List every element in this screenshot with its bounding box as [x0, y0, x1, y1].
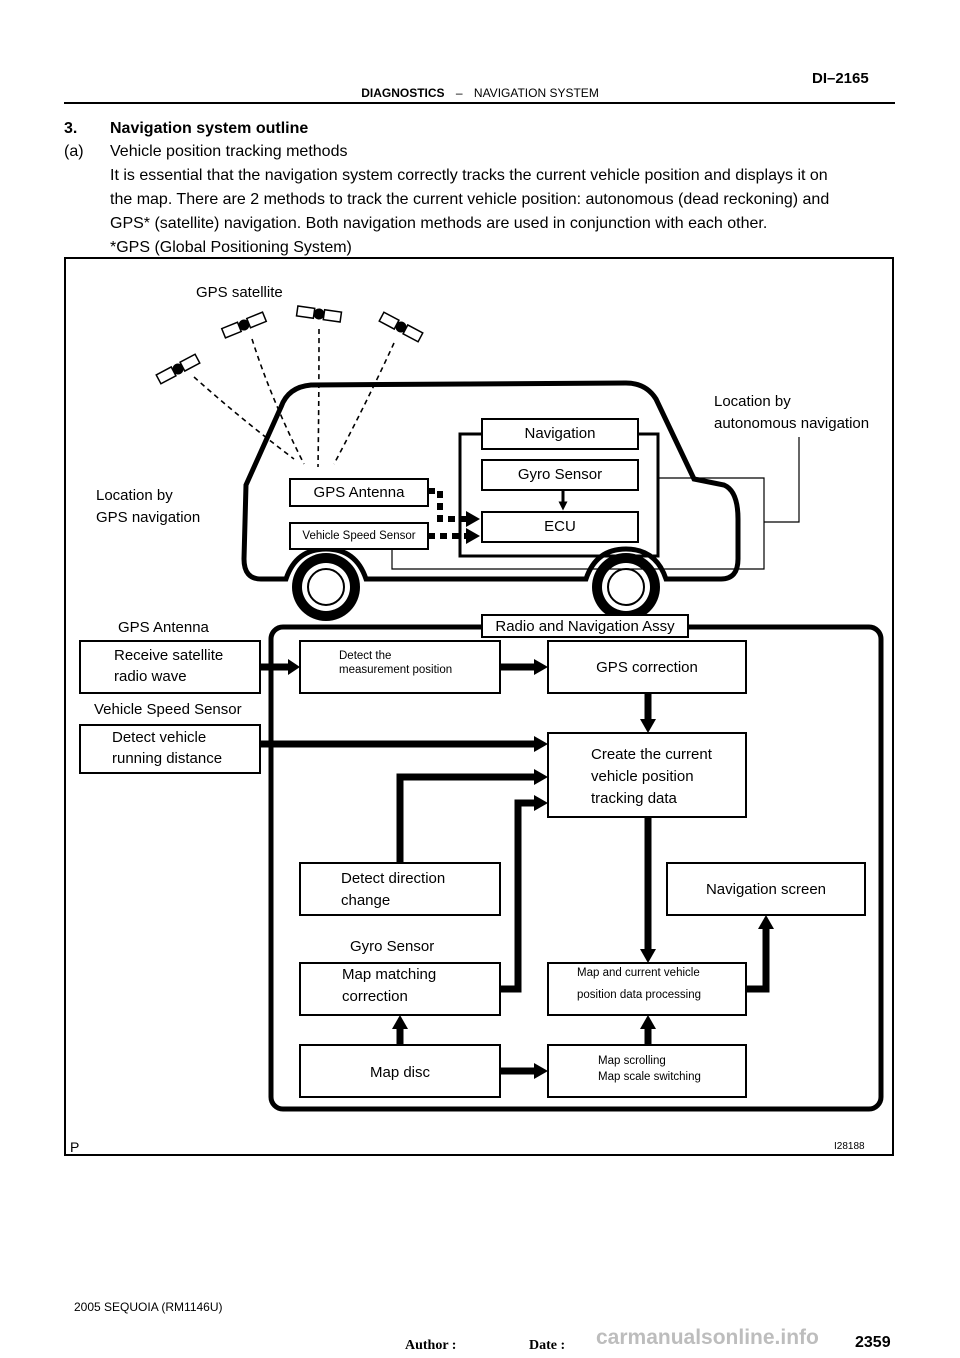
radio-wave-icon [193, 328, 395, 468]
header-rule [64, 102, 895, 104]
header-subsection: NAVIGATION SYSTEM [473, 86, 599, 100]
figure-frame: GPS satellite Location by autonomous nav… [64, 257, 894, 1156]
receive-satellite-text: Receive satellite [114, 647, 224, 664]
detect-direction-text: change [341, 892, 391, 909]
item-label: (a) [64, 143, 84, 160]
gps-correction-text: GPS correction [596, 659, 698, 676]
gyro-sensor-label: Gyro Sensor [350, 938, 435, 955]
section-number: 3. [64, 120, 78, 137]
map-scrolling-text: Map scale switching [598, 1071, 701, 1083]
detect-measurement-text: Detect the [339, 650, 392, 662]
create-tracking-text: vehicle position [591, 768, 694, 785]
paragraph-line: GPS* (satellite) navigation. Both naviga… [110, 215, 768, 232]
location-autonomous-label: autonomous navigation [714, 415, 870, 432]
header-dash: – [455, 86, 463, 100]
map-processing-text: Map and current vehicle [577, 967, 700, 979]
footnote-gps: *GPS (Global Positioning System) [110, 239, 352, 256]
vehicle-outline [241, 380, 741, 582]
car-speed-sensor-label: Vehicle Speed Sensor [302, 530, 416, 542]
footer-model: 2005 SEQUOIA (RM1146U) [74, 1300, 223, 1314]
detect-measurement-text: measurement position [339, 664, 453, 676]
create-tracking-text: Create the current [591, 746, 712, 763]
create-tracking-text: tracking data [591, 790, 677, 807]
item-title: Vehicle position tracking methods [110, 143, 348, 160]
watermark: carmanualsonline.info [596, 1326, 819, 1349]
map-scrolling-text: Map scrolling [598, 1055, 666, 1067]
car-navigation-label: Navigation [524, 425, 596, 442]
car-ecu-label: ECU [544, 518, 576, 535]
running-header: DIAGNOSTICS – NAVIGATION SYSTEM [0, 86, 960, 100]
wheel-icon [292, 553, 660, 621]
car-gyro-sensor-label: Gyro Sensor [517, 466, 603, 483]
detect-direction-text: Detect direction [341, 870, 446, 887]
assy-title: Radio and Navigation Assy [495, 618, 675, 635]
map-matching-text: correction [342, 988, 408, 1005]
figure-id: I28188 [834, 1141, 865, 1152]
detect-vehicle-text: Detect vehicle [112, 729, 207, 746]
map-disc-text: Map disc [369, 1064, 431, 1081]
location-gps-label: GPS navigation [96, 509, 201, 526]
map-processing-text: position data processing [577, 989, 702, 1001]
header-section: DIAGNOSTICS [361, 86, 445, 100]
footer-author: Author : [405, 1338, 457, 1353]
location-gps-label: Location by [96, 487, 173, 504]
paragraph-line: It is essential that the navigation syst… [110, 167, 828, 184]
figure-drawing [79, 305, 884, 1112]
section-heading: Navigation system outline [110, 120, 309, 137]
navigation-screen-text: Navigation screen [705, 881, 827, 898]
receive-satellite-text: radio wave [114, 668, 187, 685]
footer-date: Date : [529, 1338, 566, 1353]
satellite-icon [155, 305, 424, 385]
page-code: DI–2165 [812, 70, 869, 87]
figure-corner-mark: P [70, 1139, 80, 1155]
gps-satellite-label: GPS satellite [196, 284, 283, 301]
detect-vehicle-text: running distance [112, 750, 223, 767]
location-autonomous-label: Location by [714, 393, 791, 410]
map-matching-text: Map matching [342, 966, 437, 983]
page-number: 2359 [855, 1334, 891, 1351]
car-gps-antenna-label: GPS Antenna [313, 484, 405, 501]
paragraph-line: the map. There are 2 methods to track th… [110, 191, 830, 208]
gps-antenna-label: GPS Antenna [118, 619, 209, 636]
vehicle-speed-sensor-label: Vehicle Speed Sensor [94, 701, 242, 718]
